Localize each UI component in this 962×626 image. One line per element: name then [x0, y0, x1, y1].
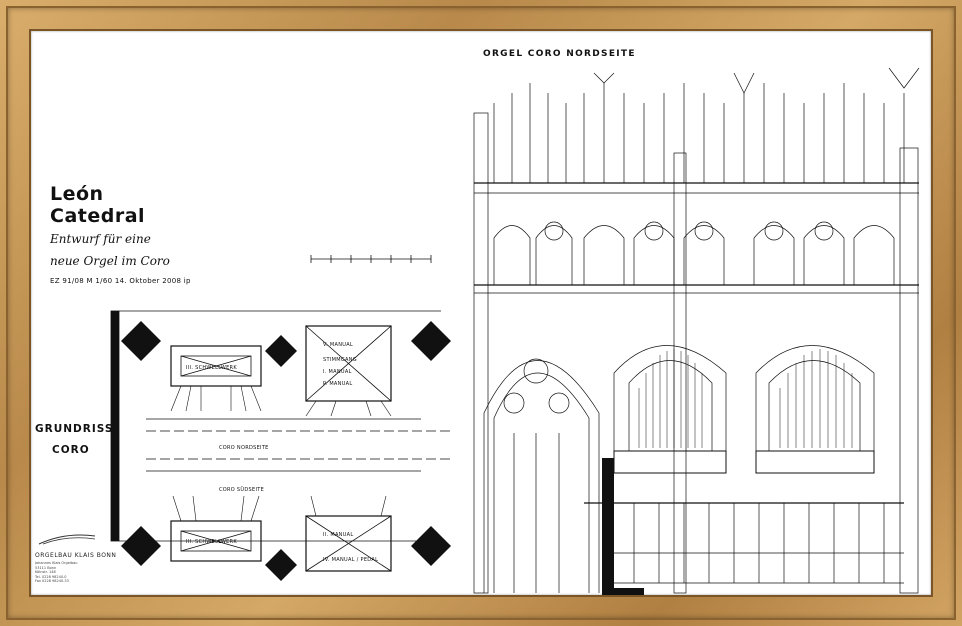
elevation-heading: ORGEL CORO NORDSEITE — [483, 49, 636, 59]
label-north-side: CORO NORDSEITE — [219, 445, 269, 451]
scale-bar — [310, 255, 432, 263]
label-south-side: CORO SÜDSEITE — [219, 486, 264, 493]
plan-heading-line-2: CORO — [52, 444, 90, 456]
organ-elevation — [473, 67, 920, 595]
plan-heading: GRUNDRISS CORO — [35, 419, 113, 461]
plan-heading-line-1: GRUNDRISS — [35, 423, 114, 435]
clerestory-pinnacles — [493, 67, 920, 183]
drawing-sheet: León Catedral Entwurf für eine neue Orge… — [31, 31, 931, 595]
organ-case-left — [613, 345, 727, 474]
organ-case-right — [755, 345, 875, 474]
floor-plan: III. SCHWELLWERK V. MANUAL STIMMGANG I. … — [110, 255, 451, 581]
label-bottom-manual-2: II. MANUAL — [323, 532, 353, 538]
label-bottom-swell: III. SCHWELLWERK — [186, 539, 237, 545]
label-top-swell: III. SCHWELLWERK — [186, 365, 237, 371]
title-city: León — [50, 183, 104, 205]
title-building: Catedral — [50, 205, 146, 227]
title-block: León Catedral Entwurf für eine neue Orge… — [50, 183, 191, 287]
drawing-meta: EZ 91/08 M 1/60 14. Oktober 2008 ip — [50, 277, 191, 285]
label-top-manual-5: V. MANUAL — [323, 342, 353, 348]
label-bottom-manual-4-pedal: IV. MANUAL / PEDAL — [323, 557, 378, 563]
label-top-manual-p: P. MANUAL — [323, 381, 352, 387]
choir-stalls — [584, 502, 904, 584]
pier-markers — [121, 321, 451, 581]
gothic-window — [483, 358, 600, 593]
logo-address: Johannes Klais Orgelbau 53111 Bonn Kölns… — [35, 561, 78, 583]
label-top-manual-1: I. MANUAL — [323, 369, 352, 375]
subtitle-line-1: Entwurf für eine — [50, 232, 151, 246]
organ-builder-logo: ORGELBAU KLAIS BONN Johannes Klais Orgel… — [35, 531, 116, 584]
triforium-arcade — [493, 221, 895, 285]
organ-pipes — [638, 349, 853, 448]
wall-section — [602, 458, 644, 595]
logo-name: ORGELBAU KLAIS BONN — [35, 552, 117, 559]
logo-mark-icon — [38, 534, 96, 545]
subtitle-line-2: neue Orgel im Coro — [50, 254, 170, 268]
label-top-walkway: STIMMGANG — [323, 357, 357, 363]
